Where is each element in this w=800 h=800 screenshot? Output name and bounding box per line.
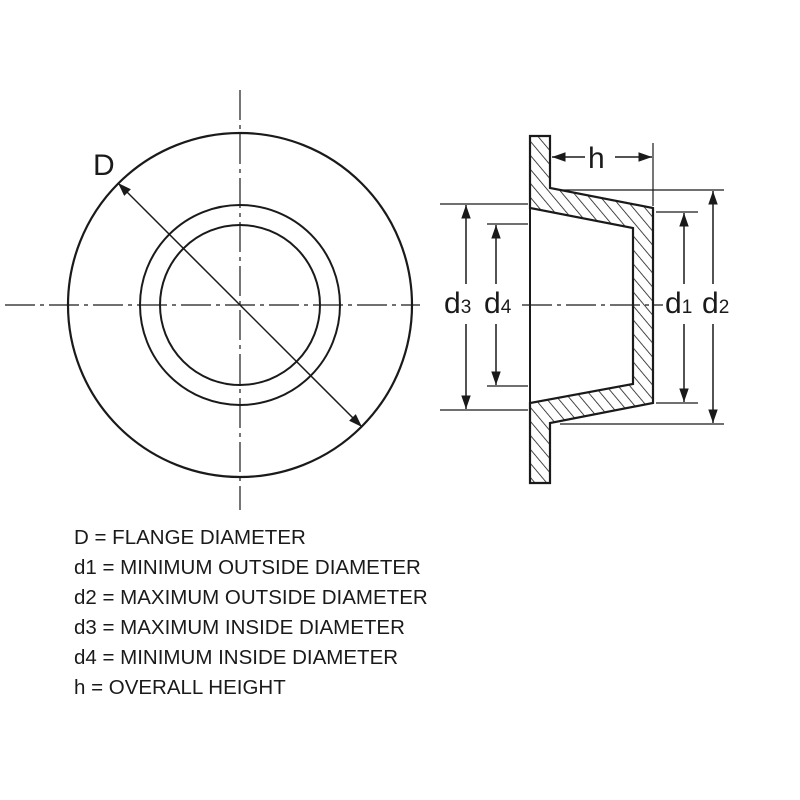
d2-label: d2: [702, 287, 729, 320]
D-dimension-line: [117, 182, 363, 428]
label-background-d1-d2: [663, 284, 739, 324]
h-label: h: [588, 142, 605, 175]
legend-item-d4: d4 = MINIMUM INSIDE DIAMETER: [74, 646, 399, 669]
legend-item-d3: d3 = MAXIMUM INSIDE DIAMETER: [74, 616, 405, 639]
d2-label-sub: 2: [719, 297, 730, 318]
d1-label-main: d: [665, 287, 682, 320]
d3-label-sub: 3: [461, 297, 472, 318]
legend-item-h: h = OVERALL HEIGHT: [74, 676, 286, 699]
dimension-legend: D = FLANGE DIAMETER d1 = MINIMUM OUTSIDE…: [74, 523, 428, 703]
flange-outer-circle: [66, 131, 414, 479]
d1-label: d1: [665, 287, 692, 320]
D-label: D: [93, 149, 115, 182]
front-view: [5, 90, 420, 510]
d4-label: d4: [484, 287, 512, 320]
d4-label-main: d: [484, 287, 501, 320]
legend-item-d2: d2 = MAXIMUM OUTSIDE DIAMETER: [74, 586, 428, 609]
section-hatch-body: [528, 134, 655, 485]
extension-lines: [440, 143, 724, 425]
d2-label-main: d: [702, 287, 719, 320]
label-background-h: [585, 142, 615, 174]
d3-label-main: d: [444, 287, 461, 320]
d4-label-sub: 4: [501, 297, 512, 318]
legend-item-D: D = FLANGE DIAMETER: [74, 526, 306, 549]
label-background-d3-d4: [442, 284, 520, 324]
d1-label-sub: 1: [682, 297, 693, 318]
legend-item-d1: d1 = MINIMUM OUTSIDE DIAMETER: [74, 556, 421, 579]
d3-label: d3: [444, 287, 471, 320]
